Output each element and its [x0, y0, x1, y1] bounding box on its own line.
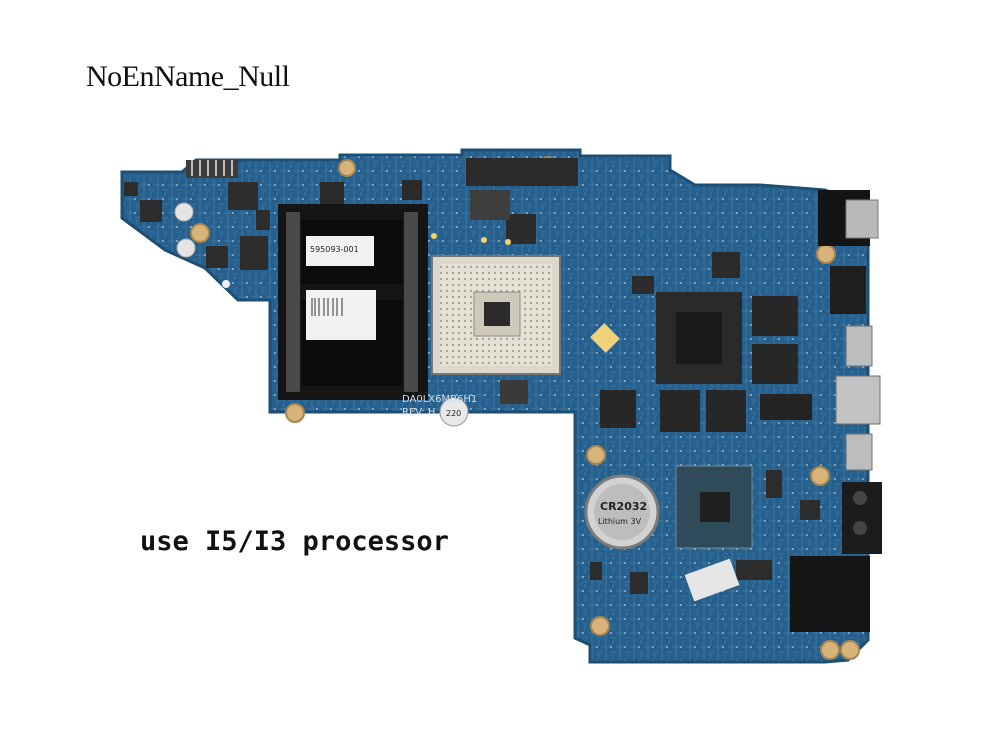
ram-stickers: 595093-001	[306, 236, 376, 340]
silkscreen-model: DA0LX6MB6H1	[402, 394, 477, 405]
coin-battery: CR2032 Lithium 3V	[584, 474, 660, 550]
left-components	[124, 182, 270, 270]
power-connector	[186, 160, 238, 178]
chipset	[675, 465, 753, 549]
pcb-board	[120, 148, 870, 664]
top-chips	[320, 158, 740, 294]
lower-components	[590, 470, 820, 594]
vram-chips	[600, 296, 798, 432]
watermark-text: NoEnName_Null	[86, 60, 290, 93]
cpu-socket	[431, 255, 561, 375]
battery-sublabel: Lithium 3V	[598, 517, 642, 526]
capacitor-label: 220	[446, 409, 461, 418]
battery-label: CR2032	[600, 500, 647, 513]
gpu-chip	[656, 292, 742, 384]
sticker-code: 595093-001	[310, 245, 359, 254]
capacitor: 220	[439, 397, 469, 427]
right-ports	[790, 190, 882, 632]
silkscreen-rev: REV: H	[402, 407, 435, 418]
caption-text: use I5/I3 processor	[140, 526, 449, 557]
